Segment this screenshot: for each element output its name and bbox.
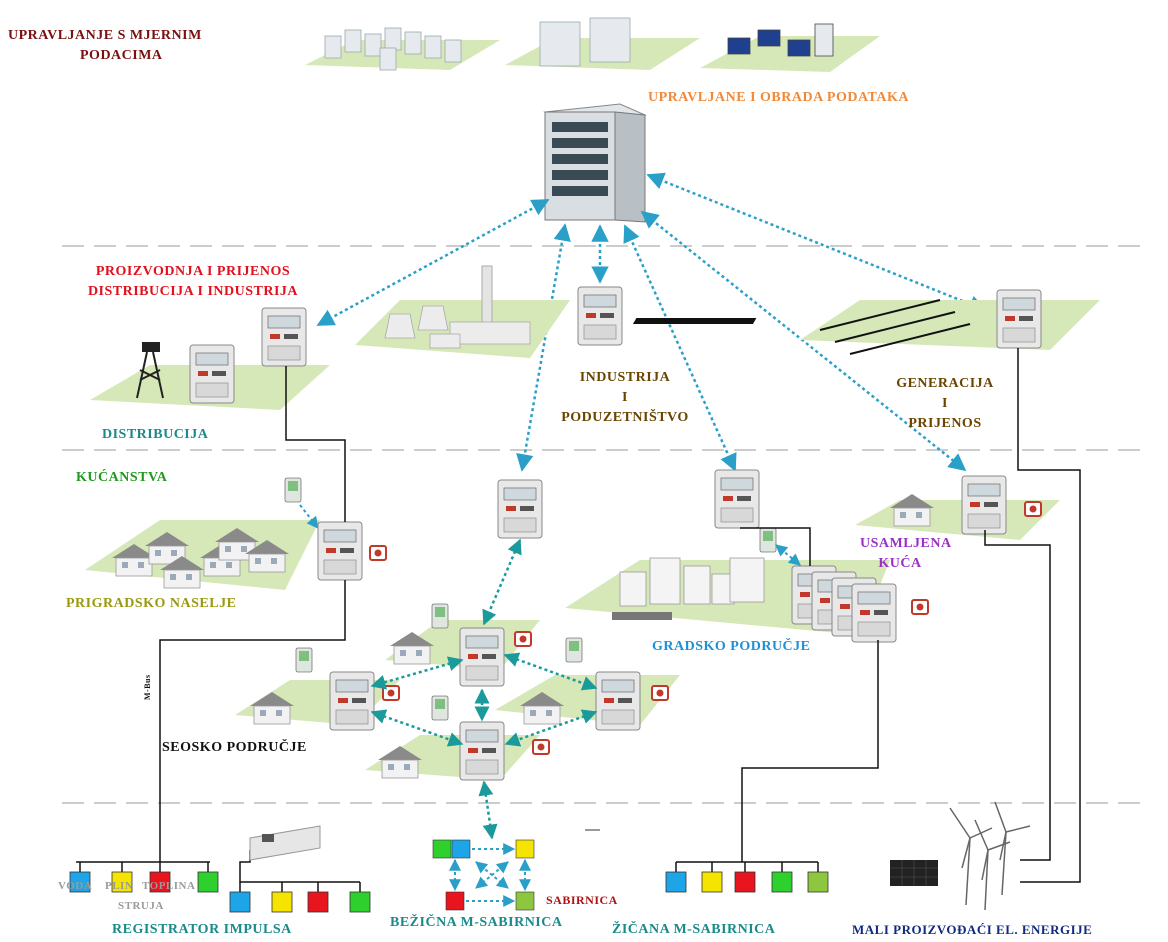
generation-line-2: I bbox=[942, 396, 948, 411]
communication-arrows bbox=[316, 172, 987, 472]
wired-bus-label: ŽIČANA M-SABIRNICA bbox=[612, 922, 776, 937]
urban-area bbox=[565, 469, 929, 643]
production-line-2: DISTRIBUCIJA I INDUSTRIJA bbox=[87, 284, 299, 299]
isolated-house bbox=[855, 475, 1060, 540]
generation-line-1: GENERACIJA bbox=[896, 376, 994, 391]
meter-type-power: STRUJA bbox=[118, 900, 164, 912]
generation-site bbox=[632, 289, 1100, 355]
meter-squares bbox=[69, 871, 829, 913]
industry-meter bbox=[497, 479, 543, 539]
small-producers-label: MALI PROIZVOĐAĆI EL. ENERGIJE bbox=[852, 922, 1093, 937]
isolated-house-line-2: KUĆA bbox=[878, 556, 922, 571]
industry-line-1: INDUSTRIJA bbox=[579, 370, 671, 385]
bus-label: SABIRNICA bbox=[546, 893, 618, 907]
industry-line-3: PODUZETNIŠTVO bbox=[561, 410, 689, 425]
m-bus-line-note: M-Bus bbox=[143, 674, 152, 700]
pulse-registrator-label: REGISTRATOR IMPULSA bbox=[112, 922, 292, 937]
industry-line-2: I bbox=[622, 390, 628, 405]
data-management-servers bbox=[305, 17, 880, 72]
urban-label: GRADSKO PODRUČJE bbox=[652, 639, 811, 654]
meter-type-gas: PLIN bbox=[105, 880, 134, 892]
rural-mesh-network bbox=[235, 538, 680, 840]
central-server-rack bbox=[543, 103, 647, 223]
data-management-line-1: UPRAVLJANJE S MJERNIM bbox=[8, 28, 202, 43]
production-line-1: PROIZVODNJA I PRIJENOS bbox=[95, 264, 291, 279]
processing-label: UPRAVLJANE I OBRADA PODATAKA bbox=[648, 90, 909, 105]
isolated-house-label: USAMLJENA KUĆA bbox=[860, 534, 952, 574]
industry-plant bbox=[355, 265, 623, 358]
distribution-site bbox=[90, 307, 330, 410]
generation-label: GENERACIJA I PRIJENOS bbox=[880, 374, 1010, 434]
production-title: PROIZVODNJA I PRIJENOS DISTRIBUCIJA I IN… bbox=[58, 262, 328, 302]
meter-type-water: VODA bbox=[58, 880, 93, 892]
households-label: KUĆANSTVA bbox=[76, 470, 168, 485]
data-management-line-2: PODACIMA bbox=[80, 48, 163, 63]
wireless-bus-label: BEŽIČNA M-SABIRNICA bbox=[390, 915, 563, 930]
generation-line-3: PRIJENOS bbox=[908, 416, 982, 431]
isolated-house-line-1: USAMLJENA bbox=[860, 536, 952, 551]
wireless-bus-nodes bbox=[432, 829, 600, 911]
data-management-title: UPRAVLJANJE S MJERNIM PODACIMA bbox=[8, 26, 202, 66]
distribution-label: DISTRIBUCIJA bbox=[102, 427, 209, 442]
rural-label: SEOSKO PODRUČJE bbox=[162, 740, 307, 755]
pulse-registrator-device bbox=[249, 825, 321, 861]
meter-type-heat: TOPLINA bbox=[142, 880, 196, 892]
suburban-label: PRIGRADSKO NASELJE bbox=[66, 596, 237, 611]
suburban-settlement bbox=[85, 477, 387, 590]
small-producers-equipment bbox=[890, 801, 1031, 911]
industry-label: INDUSTRIJA I PODUZETNIŠTVO bbox=[540, 368, 710, 428]
